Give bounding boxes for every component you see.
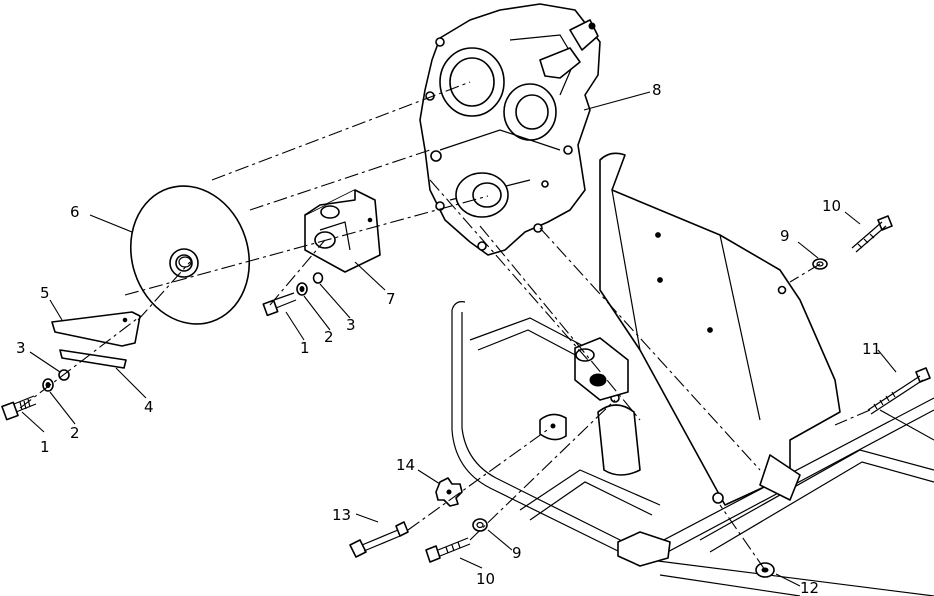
callout-6: 6 — [70, 203, 80, 221]
callout-1-left: 1 — [40, 438, 50, 456]
callout-2-left: 2 — [70, 424, 80, 442]
callout-11: 11 — [862, 340, 881, 358]
bolt-10-bottom — [425, 537, 471, 563]
callout-1-middle: 1 — [300, 339, 310, 357]
rubber-mount — [574, 337, 629, 401]
callout-14: 14 — [396, 456, 415, 474]
washer-2-middle — [296, 282, 308, 296]
callout-9-top: 9 — [780, 227, 790, 245]
washer-3-middle — [312, 272, 324, 284]
callout-3-middle: 3 — [346, 316, 356, 334]
callout-13: 13 — [332, 506, 351, 524]
callout-7: 7 — [386, 290, 396, 308]
washer-9-bottom — [472, 518, 488, 532]
callout-3-left: 3 — [16, 339, 26, 357]
bolt-10-top — [851, 215, 893, 253]
callout-4: 4 — [144, 398, 154, 416]
locking-plate-14-seat — [539, 413, 567, 441]
callout-2-middle: 2 — [324, 328, 334, 346]
bolt-1-left — [1, 395, 37, 421]
bolt-1-middle — [262, 292, 297, 317]
guard-plate — [59, 349, 127, 369]
callout-10-bottom: 10 — [476, 570, 495, 588]
lock-washer-14 — [435, 477, 463, 507]
callout-5: 5 — [40, 284, 50, 302]
leader-lines — [21, 91, 897, 587]
callout-12: 12 — [800, 579, 819, 596]
guard-bracket — [51, 311, 141, 347]
drive-disc — [129, 185, 251, 325]
gearcase-housing — [419, 3, 601, 256]
bolt-13 — [349, 521, 409, 558]
alignment-lines — [19, 81, 871, 571]
mount-bracket — [304, 189, 381, 273]
engine-mount-plate — [597, 152, 841, 506]
callout-9-bottom: 9 — [512, 544, 522, 562]
callout-8: 8 — [652, 81, 662, 99]
callout-10-top: 10 — [822, 197, 841, 215]
chassis-frame — [451, 301, 934, 596]
callout-labels: 1 1 2 2 3 3 4 5 6 7 8 9 9 10 10 11 12 13… — [16, 81, 881, 596]
bolt-11-long — [867, 367, 931, 415]
